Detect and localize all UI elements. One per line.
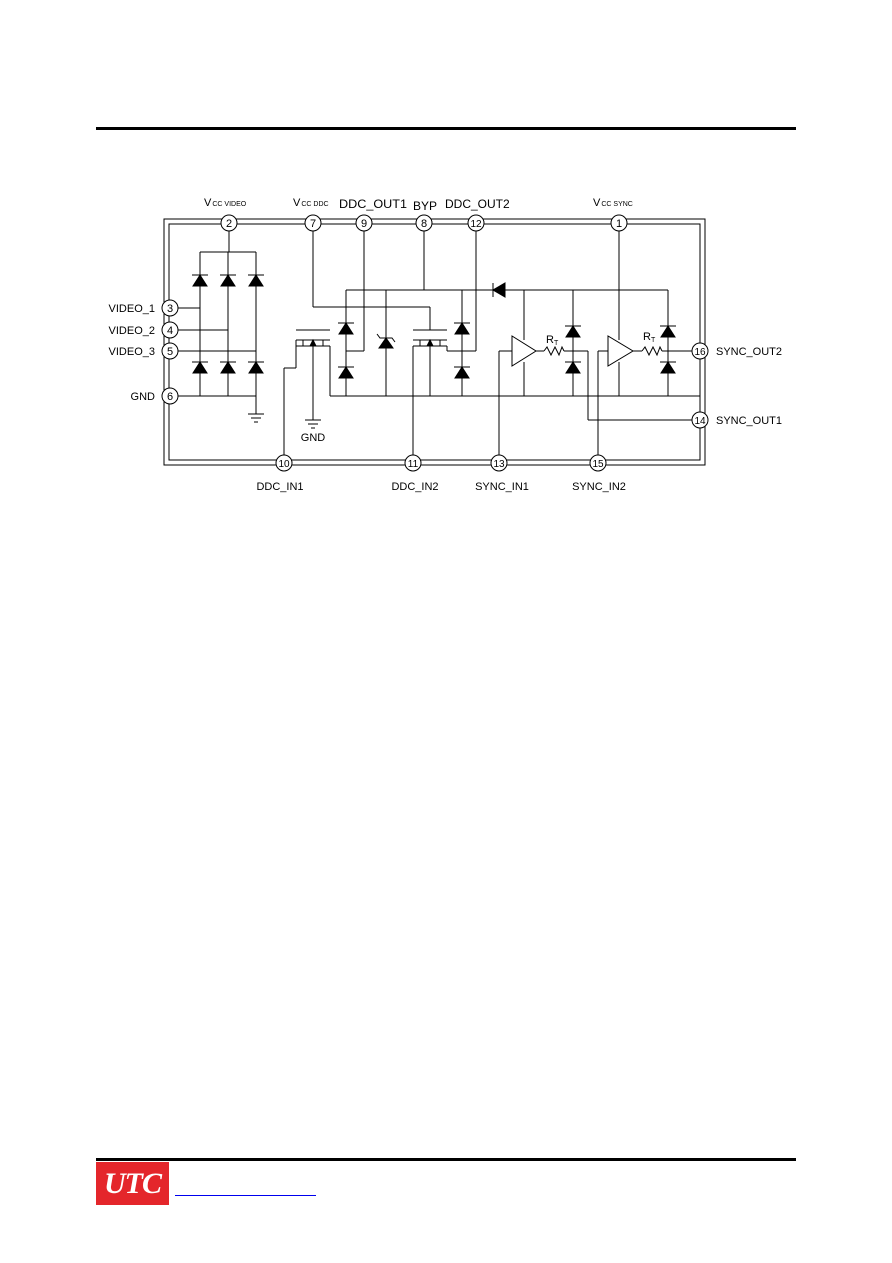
pin-15-circle [589, 454, 607, 472]
footer-link-underline[interactable] [175, 1195, 316, 1196]
chip-outline-outer [163, 218, 706, 466]
pin-3-number: 3 [167, 303, 173, 315]
video1-lower-diode-icon [192, 361, 208, 374]
byp-label: BYP [413, 199, 437, 213]
pin-15-number: 15 [592, 459, 604, 470]
pin-7-circle [304, 214, 322, 232]
ddc-out1-label: DDC_OUT1 [339, 197, 407, 211]
video1-upper-diode-icon [192, 274, 208, 287]
fet1-arrow-icon [309, 338, 317, 347]
footer-rule [96, 1158, 796, 1161]
sync2-lower-diode-icon [660, 361, 676, 374]
pin-16-circle [691, 342, 709, 360]
sync2-upper-diode-icon [660, 325, 676, 338]
video3-lower-diode-icon [248, 361, 264, 374]
pin-9-circle [355, 214, 373, 232]
utc-logo-text: UTC [104, 1166, 162, 1200]
video2-lower-diode-icon [220, 361, 236, 374]
pin-7-number: 7 [310, 218, 316, 230]
pin-8-circle [415, 214, 433, 232]
zener-diode-icon [378, 337, 394, 349]
pin-12-number: 12 [470, 219, 482, 230]
pin-4-number: 4 [167, 325, 173, 337]
fet2-arrow-icon [426, 338, 434, 347]
gnd-label: GND [131, 391, 156, 403]
ddc-out2-label: DDC_OUT2 [445, 197, 510, 211]
block-diagram: 2 7 9 8 12 1 3 4 5 6 16 14 10 11 13 15 V… [109, 197, 783, 493]
ddc2-upper-diode-icon [454, 322, 470, 335]
pin-3-circle [161, 299, 179, 317]
sync-out2-label: SYNC_OUT2 [716, 346, 782, 358]
vcc-ddc-label: VCC DDC [293, 197, 329, 209]
vcc-sync-diode-icon [492, 282, 506, 298]
rt1-label: RT [546, 334, 559, 347]
pin-11-number: 11 [408, 459, 419, 470]
vcc-video-label: VCC VIDEO [204, 197, 247, 209]
pin-16-number: 16 [694, 347, 706, 358]
pin-2-circle [220, 214, 238, 232]
pin-13-number: 13 [493, 459, 505, 470]
pin-10-circle [275, 454, 293, 472]
video3-upper-diode-icon [248, 274, 264, 287]
pin-6-number: 6 [167, 391, 173, 403]
vcc-sync-label: VCC SYNC [593, 197, 633, 209]
video2-label: VIDEO_2 [109, 325, 155, 337]
internal-gnd-label: GND [301, 432, 326, 444]
pin-4-circle [161, 321, 179, 339]
pin-5-circle [161, 342, 179, 360]
pin-2-number: 2 [226, 218, 232, 230]
chip-outline-inner [168, 223, 701, 461]
sync1-upper-diode-icon [565, 325, 581, 338]
header-rule [96, 127, 796, 130]
pin-9-number: 9 [361, 218, 367, 230]
pin-1-circle [610, 214, 628, 232]
video1-label: VIDEO_1 [109, 303, 155, 315]
sync-in1-label: SYNC_IN1 [475, 481, 529, 493]
ddc-in1-label: DDC_IN1 [256, 481, 303, 493]
video2-upper-diode-icon [220, 274, 236, 287]
ddc1-lower-diode-icon [338, 366, 354, 379]
pin-11-circle [404, 454, 422, 472]
pin-14-number: 14 [694, 416, 706, 427]
ddc1-upper-diode-icon [338, 322, 354, 335]
sync1-lower-diode-icon [565, 361, 581, 374]
pin-5-number: 5 [167, 346, 173, 358]
video3-label: VIDEO_3 [109, 346, 155, 358]
pin-10-number: 10 [278, 459, 290, 470]
utc-logo: UTC [96, 1162, 169, 1205]
ddc-in2-label: DDC_IN2 [391, 481, 438, 493]
pin-6-circle [161, 387, 179, 405]
pin-12-circle [467, 214, 485, 232]
sync-in2-label: SYNC_IN2 [572, 481, 626, 493]
pin-13-circle [490, 454, 508, 472]
sync-out1-label: SYNC_OUT1 [716, 415, 782, 427]
ddc2-lower-diode-icon [454, 366, 470, 379]
pin-8-number: 8 [421, 218, 427, 230]
pin-1-number: 1 [616, 218, 622, 230]
pin-14-circle [691, 411, 709, 429]
rt2-label: RT [643, 331, 656, 344]
